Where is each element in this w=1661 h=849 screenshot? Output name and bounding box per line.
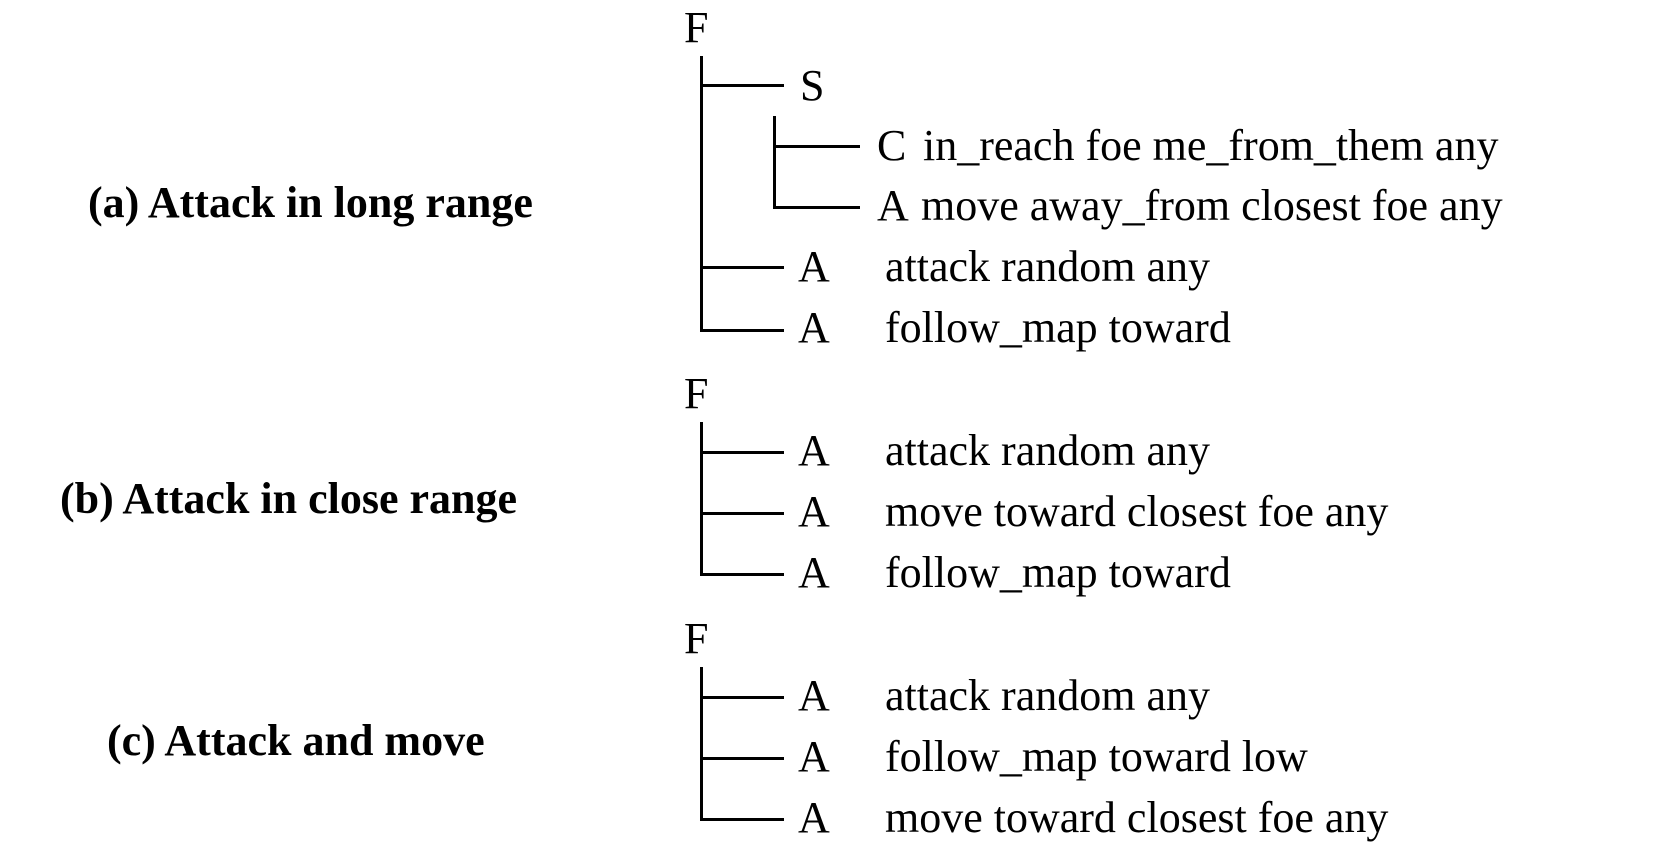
node-type: A — [798, 242, 830, 291]
node-type: C — [877, 121, 907, 170]
node-text: attack random any — [885, 671, 1210, 720]
node-type: A — [798, 548, 830, 597]
node-type: A — [798, 426, 830, 475]
tree-trunk-c — [700, 667, 703, 821]
branch-line — [700, 818, 784, 821]
node-type: A — [798, 732, 830, 781]
node-type: S — [800, 61, 825, 110]
node-type: A — [798, 671, 830, 720]
node-text: move away_from closest foe any — [921, 181, 1503, 230]
branch-line — [700, 329, 784, 332]
root-node-c: F — [684, 614, 709, 663]
branch-line — [773, 145, 860, 148]
root-node-a: F — [684, 3, 709, 52]
node-text: follow_map toward — [885, 303, 1231, 352]
subtree-trunk-s — [773, 116, 776, 208]
node-text: in_reach foe me_from_them any — [923, 121, 1499, 170]
branch-line — [700, 451, 784, 454]
panel-label-a: (a) Attack in long range — [88, 178, 533, 227]
node-type: A — [877, 181, 909, 230]
panel-label-c: (c) Attack and move — [107, 716, 485, 765]
node-text: follow_map toward low — [885, 732, 1308, 781]
node-text: attack random any — [885, 426, 1210, 475]
branch-line — [700, 573, 784, 576]
node-text: move toward closest foe any — [885, 793, 1389, 842]
node-type: A — [798, 487, 830, 536]
branch-line — [700, 757, 784, 760]
tree-trunk-b — [700, 422, 703, 576]
root-node-b: F — [684, 369, 709, 418]
node-text: follow_map toward — [885, 548, 1231, 597]
node-type: A — [798, 303, 830, 352]
panel-label-b: (b) Attack in close range — [60, 474, 518, 523]
branch-line — [700, 696, 784, 699]
branch-line — [700, 512, 784, 515]
tree-trunk-a — [700, 56, 703, 332]
node-text: move toward closest foe any — [885, 487, 1389, 536]
branch-line — [773, 206, 860, 209]
branch-line — [700, 266, 784, 269]
node-type: A — [798, 793, 830, 842]
node-text: attack random any — [885, 242, 1210, 291]
branch-line — [700, 84, 784, 87]
